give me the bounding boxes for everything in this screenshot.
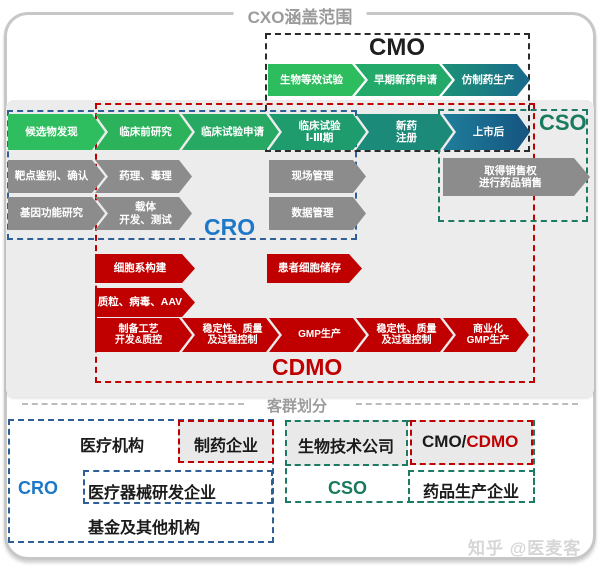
- arrow-bioequivalence-trial: 生物等效试验: [268, 64, 365, 96]
- cro-zone-label: CRO: [204, 214, 256, 240]
- cdmo-zone-label: CDMO: [272, 354, 343, 380]
- segment-pharma-companies: 制药企业: [194, 438, 259, 455]
- arrow-early-ind-filing: 早期新药申请: [355, 64, 452, 96]
- segment-cmo-cdmo: CMO/CDMO: [422, 432, 518, 452]
- arrow-clinical-trial-application: 临床试验申请: [182, 114, 279, 150]
- biotech-company-box: [285, 420, 408, 466]
- arrow-target-identification: 靶点鉴别、确认: [8, 160, 105, 193]
- pharma-company-box: [178, 420, 274, 463]
- page-title: CXO涵盖范围: [233, 3, 367, 28]
- cdmo-scope-box: [95, 103, 535, 383]
- section2-title: 客群划分: [267, 398, 328, 415]
- segment-drug-manufacturers: 药品生产企业: [423, 484, 520, 501]
- arrow-vector-development-testing: 载体 开发、测试: [95, 197, 192, 230]
- arrow-stability-process-control-2: 稳定性、质量 及过程控制: [356, 318, 453, 352]
- divider-line-left: [22, 403, 244, 405]
- segment-cro-label: CRO: [18, 478, 58, 498]
- arrow-pharmacology-toxicology: 药理、毒理: [95, 160, 192, 193]
- cro-customer-box: [8, 419, 274, 543]
- arrow-gmp-production: GMP生产: [269, 318, 366, 352]
- segment-funds-other: 基金及其他机构: [88, 520, 201, 537]
- segment-cmo-part: CMO/: [422, 432, 467, 451]
- divider-line-right: [356, 403, 578, 405]
- arrow-stability-process-control-1: 稳定性、质量 及过程控制: [182, 318, 279, 352]
- cmo-cdmo-customer-box: [410, 420, 533, 465]
- arrow-commercial-gmp-production: 商业化 GMP生产: [443, 318, 529, 352]
- arrow-patient-cell-storage: 患者细胞储存: [267, 254, 362, 283]
- arrow-preclinical-research: 临床前研究: [95, 114, 192, 150]
- arrow-data-management: 数据管理: [269, 197, 366, 230]
- cso-scope-box: [438, 109, 588, 222]
- cso-zone-label: CSO: [539, 110, 587, 135]
- segment-cdmo-part: CDMO: [466, 432, 519, 451]
- drug-manufacturer-box: [408, 470, 535, 503]
- arrow-site-management: 现场管理: [269, 160, 366, 193]
- arrow-plasmid-virus-aav: 质粒、病毒、AAV: [95, 288, 195, 317]
- device-company-box: [83, 470, 273, 504]
- cmo-scope-box: [265, 33, 530, 152]
- arrow-candidate-discovery: 候选物发现: [8, 114, 105, 150]
- arrow-process-development-qc: 制备工艺 开发&质控: [95, 318, 192, 352]
- arrow-cell-line-construction: 细胞系构建: [95, 254, 195, 283]
- segment-medical-institutions: 医疗机构: [80, 438, 145, 455]
- arrow-gene-function-research: 基因功能研究: [8, 197, 105, 230]
- arrow-generic-drug-production: 仿制药生产: [442, 64, 530, 96]
- watermark: 知乎 @医麦客: [468, 539, 582, 558]
- arrow-post-market: 上市后: [443, 114, 530, 150]
- segment-biotech-companies: 生物技术公司: [298, 439, 395, 456]
- arrow-sales-rights-drug-sales: 取得销售权 进行药品销售: [443, 158, 590, 196]
- segment-device-companies: 医疗器械研发企业: [88, 485, 217, 502]
- arrow-new-drug-registration: 新药 注册: [356, 114, 453, 150]
- arrow-clinical-trials-phase1-3: 临床试验 Ⅰ-Ⅲ期: [269, 114, 366, 150]
- segment-cso-label: CSO: [328, 478, 368, 498]
- cmo-zone-label: CMO: [369, 34, 425, 61]
